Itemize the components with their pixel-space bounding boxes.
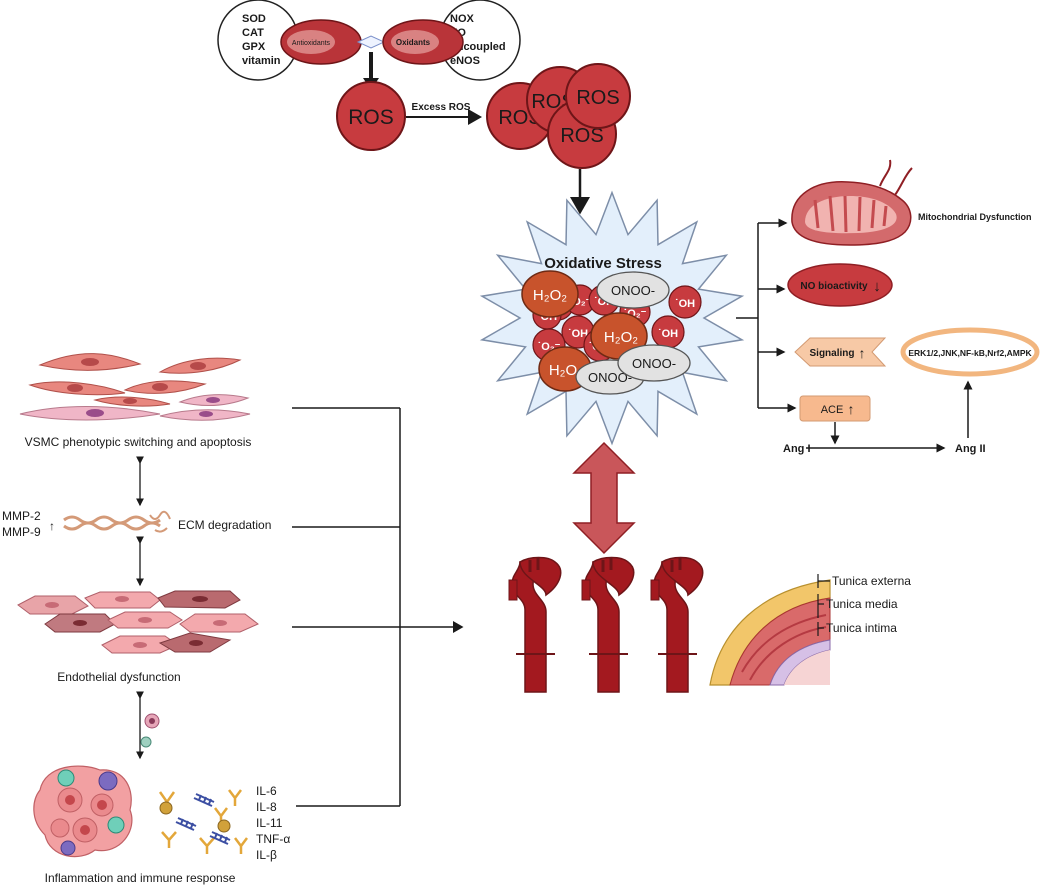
antioxidant-item: CAT xyxy=(242,27,264,39)
stress-title: Oxidative Stress xyxy=(544,255,662,272)
oxidants-highlight xyxy=(391,30,439,54)
oxidant-item: NOX xyxy=(450,13,475,25)
ros-label: ROS xyxy=(576,87,619,109)
balance-group: SOD CAT GPX vitamin NOX XO uncoupled eNO… xyxy=(217,0,521,90)
tunica-intima-label: Tunica intima xyxy=(826,621,897,635)
ang1-label: Ang I xyxy=(783,443,811,455)
no-bioactivity-label: NO bioactivity xyxy=(800,281,868,292)
no-bioactivity-oval xyxy=(787,263,893,307)
aorta-icon xyxy=(581,556,635,693)
effects-branch: Mitochondrial Dysfunction NO bioactivity… xyxy=(736,159,1040,455)
down-arrow-icon: ↓ xyxy=(873,278,881,295)
ros-cluster: ROS ROS ROS ROS xyxy=(486,63,631,169)
ros-circle xyxy=(565,63,631,129)
cytokine-label: IL-β xyxy=(256,848,277,862)
h2o2-molecule xyxy=(521,270,579,318)
up-arrow-icon: ↑ xyxy=(49,519,55,533)
mitochondrion-icon xyxy=(791,159,913,246)
antioxidants-label: Antioxidants xyxy=(292,40,331,47)
oxidant-item: eNOS xyxy=(450,55,480,67)
aorta-group xyxy=(508,556,704,693)
antioxidants-highlight xyxy=(287,30,335,54)
endothelial-label: Endothelial dysfunction xyxy=(57,670,180,684)
convergence-connector xyxy=(292,407,464,807)
ros-single: ROS xyxy=(336,81,406,151)
h2o2-label: H₂O₂ xyxy=(533,287,567,304)
aorta-icon xyxy=(508,556,562,693)
vsmc-cells xyxy=(19,353,251,421)
cytokine-label: IL-11 xyxy=(256,816,283,830)
peroxynitrite-molecule xyxy=(617,344,691,382)
h2o2-label: H₂O₂ xyxy=(604,329,638,346)
aorta-icon xyxy=(650,556,704,693)
cytokine-label: IL-8 xyxy=(256,800,277,814)
tunica-media-label: Tunica media xyxy=(826,597,898,611)
mmp2-label: MMP-2 xyxy=(2,509,41,523)
pathway-list: ERK1/2,JNK,NF-kB,Nrf2,AMPK xyxy=(908,348,1032,358)
h2o-label: H₂O xyxy=(549,362,577,379)
endothelial-cells xyxy=(17,590,259,654)
signaling-label: Signaling xyxy=(810,348,855,359)
mitochondrial-dysfunction-label: Mitochondrial Dysfunction xyxy=(918,212,1032,222)
bidirectional-arrow xyxy=(572,441,636,555)
inflammation-label: Inflammation and immune response xyxy=(45,871,236,885)
hydroxyl-label: ˙OH xyxy=(568,328,588,340)
ros-circle xyxy=(336,81,406,151)
up-arrow-icon: ↑ xyxy=(859,345,866,361)
peroxynitrite-label: ONOO- xyxy=(611,283,655,298)
pathway-ellipse xyxy=(900,327,1040,377)
vessel-wall-section xyxy=(709,579,831,686)
peroxynitrite-label: ONOO- xyxy=(632,356,676,371)
balance-pivot xyxy=(356,35,386,49)
ros-label: ROS xyxy=(348,106,394,129)
signaling-chevron xyxy=(794,337,887,367)
antioxidant-item: vitamin xyxy=(242,55,281,67)
hydroxyl-label: ˙OH xyxy=(658,328,678,340)
ang2-label: Ang II xyxy=(955,443,986,455)
oxidant-item: uncoupled xyxy=(450,41,506,53)
cytokine-icons xyxy=(158,789,248,854)
ecm-fiber xyxy=(63,510,171,533)
up-arrow-icon: ↑ xyxy=(848,401,855,417)
oxidative-stress-burst: Oxidative Stress ˙OH ˙O₂⁻ ˙OH ˙O₂⁻ ˙OH ˙… xyxy=(479,190,745,446)
mmp9-label: MMP-9 xyxy=(2,525,41,539)
excess-ros-label: Excess ROS xyxy=(412,102,471,113)
ace-box xyxy=(799,395,871,422)
oxidants-label: Oxidants xyxy=(396,38,431,47)
ros-label: ROS xyxy=(560,125,603,147)
radical-circle xyxy=(668,285,702,319)
inflammation-cluster xyxy=(33,765,133,858)
cytokine-label: TNF-α xyxy=(256,832,290,846)
peroxynitrite-label: ONOO- xyxy=(588,370,632,385)
ecm-label: ECM degradation xyxy=(178,518,271,532)
peroxynitrite-molecule xyxy=(596,271,670,309)
immune-cell-icon xyxy=(140,713,160,748)
antioxidant-item: GPX xyxy=(242,41,266,53)
cytokine-label: IL-6 xyxy=(256,784,277,798)
antioxidant-item: SOD xyxy=(242,13,266,25)
hydroxyl-label: ˙OH xyxy=(675,298,695,310)
ace-label: ACE xyxy=(821,404,844,416)
tunica-externa-label: Tunica externa xyxy=(832,574,911,588)
vsmc-label: VSMC phenotypic switching and apoptosis xyxy=(25,435,252,449)
